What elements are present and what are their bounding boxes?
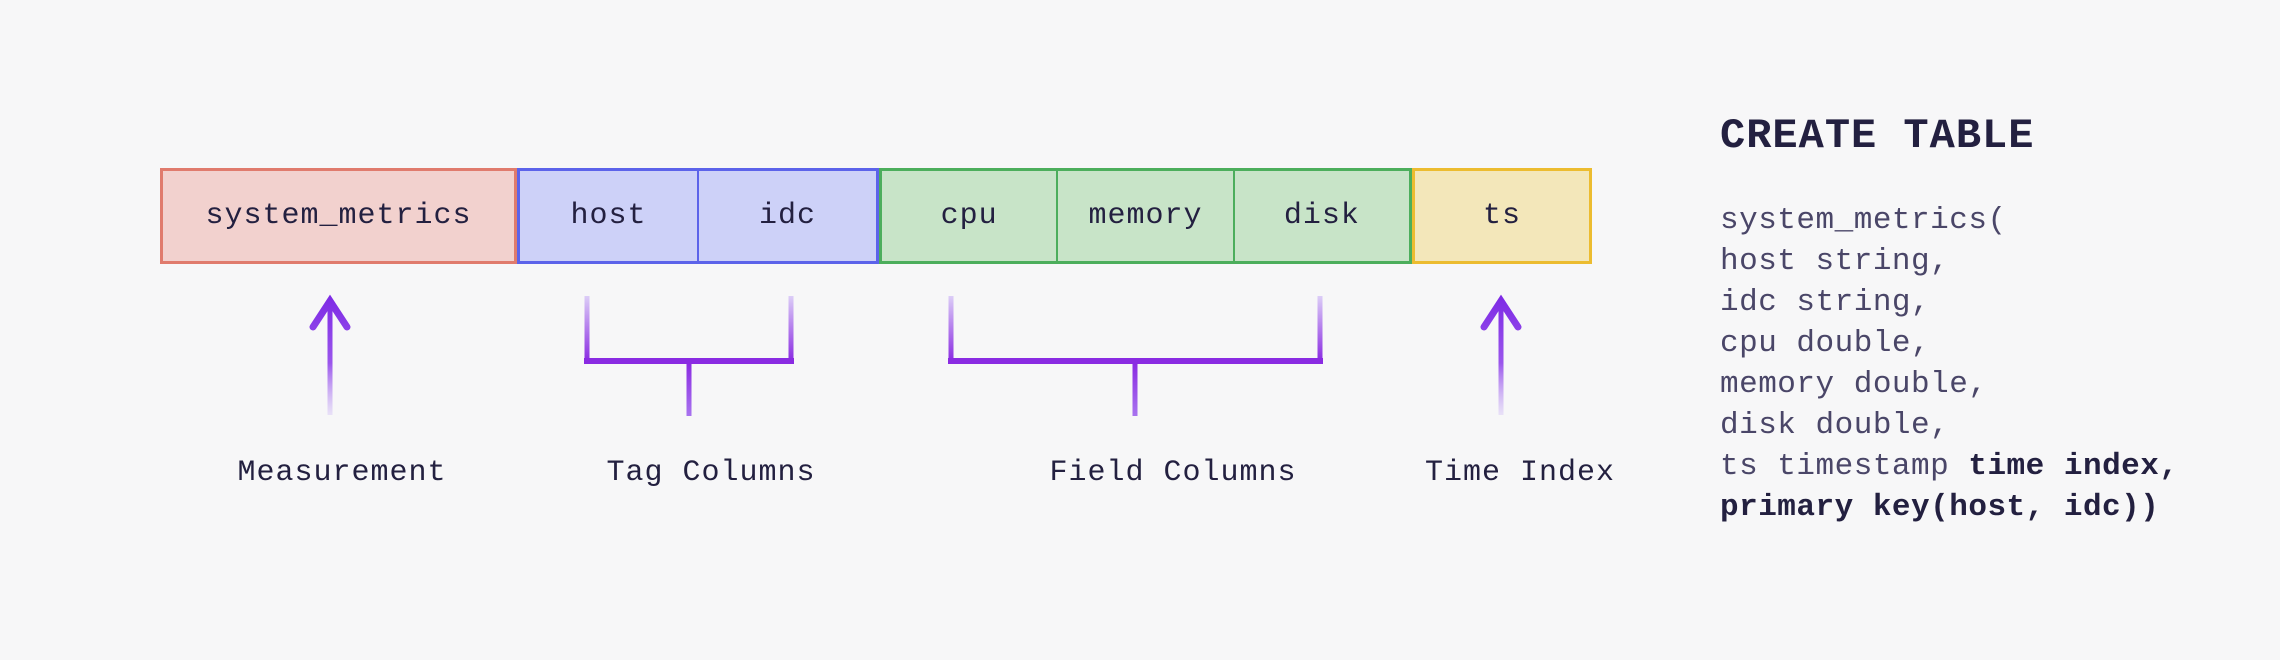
- sql-line: host string,: [1720, 244, 1950, 279]
- label-measurement: Measurement: [237, 456, 447, 490]
- sql-line: disk double,: [1720, 408, 1950, 443]
- field-column-memory: memory: [1056, 171, 1232, 261]
- sql-line: primary key(host, idc)): [1720, 490, 2160, 525]
- tag-column-idc: idc: [697, 171, 876, 261]
- field-column-disk-label: disk: [1283, 199, 1360, 233]
- time-index-arrow-icon: [1480, 294, 1522, 415]
- sql-line: cpu double,: [1720, 326, 1931, 361]
- field-column-cpu-label: cpu: [940, 199, 998, 233]
- measurement-box-label: system_metrics: [205, 199, 472, 233]
- measurement-arrow-icon: [309, 294, 351, 415]
- sql-heading: CREATE TABLE: [1720, 112, 2035, 160]
- time-index-box-label: ts: [1482, 199, 1521, 233]
- field-column-memory-label: memory: [1088, 199, 1203, 233]
- sql-body: system_metrics( host string, idc string,…: [1720, 200, 2178, 528]
- field-columns-bracket-icon: [948, 296, 1323, 416]
- tag-columns-group: host idc: [517, 168, 879, 264]
- tag-column-host: host: [520, 171, 697, 261]
- sql-panel: CREATE TABLE system_metrics( host string…: [1720, 104, 2178, 528]
- table-bar: system_metrics host idc cpu memory disk …: [160, 168, 1592, 264]
- field-columns-group: cpu memory disk: [879, 168, 1412, 264]
- tag-column-idc-label: idc: [758, 199, 816, 233]
- tag-column-host-label: host: [570, 199, 647, 233]
- annotation-arrows: [309, 294, 1522, 416]
- sql-line: memory double,: [1720, 367, 1988, 402]
- tag-columns-bracket-icon: [584, 296, 794, 416]
- sql-line: ts timestamp time index,: [1720, 449, 2179, 484]
- label-field-columns: Field Columns: [1049, 456, 1297, 490]
- measurement-box: system_metrics: [160, 168, 517, 264]
- field-column-cpu: cpu: [882, 171, 1056, 261]
- label-tag-columns: Tag Columns: [606, 456, 816, 490]
- sql-line: idc string,: [1720, 285, 1931, 320]
- time-index-box: ts: [1412, 168, 1592, 264]
- label-time-index: Time Index: [1424, 456, 1616, 490]
- sql-line: system_metrics(: [1720, 203, 2007, 238]
- field-column-disk: disk: [1232, 171, 1409, 261]
